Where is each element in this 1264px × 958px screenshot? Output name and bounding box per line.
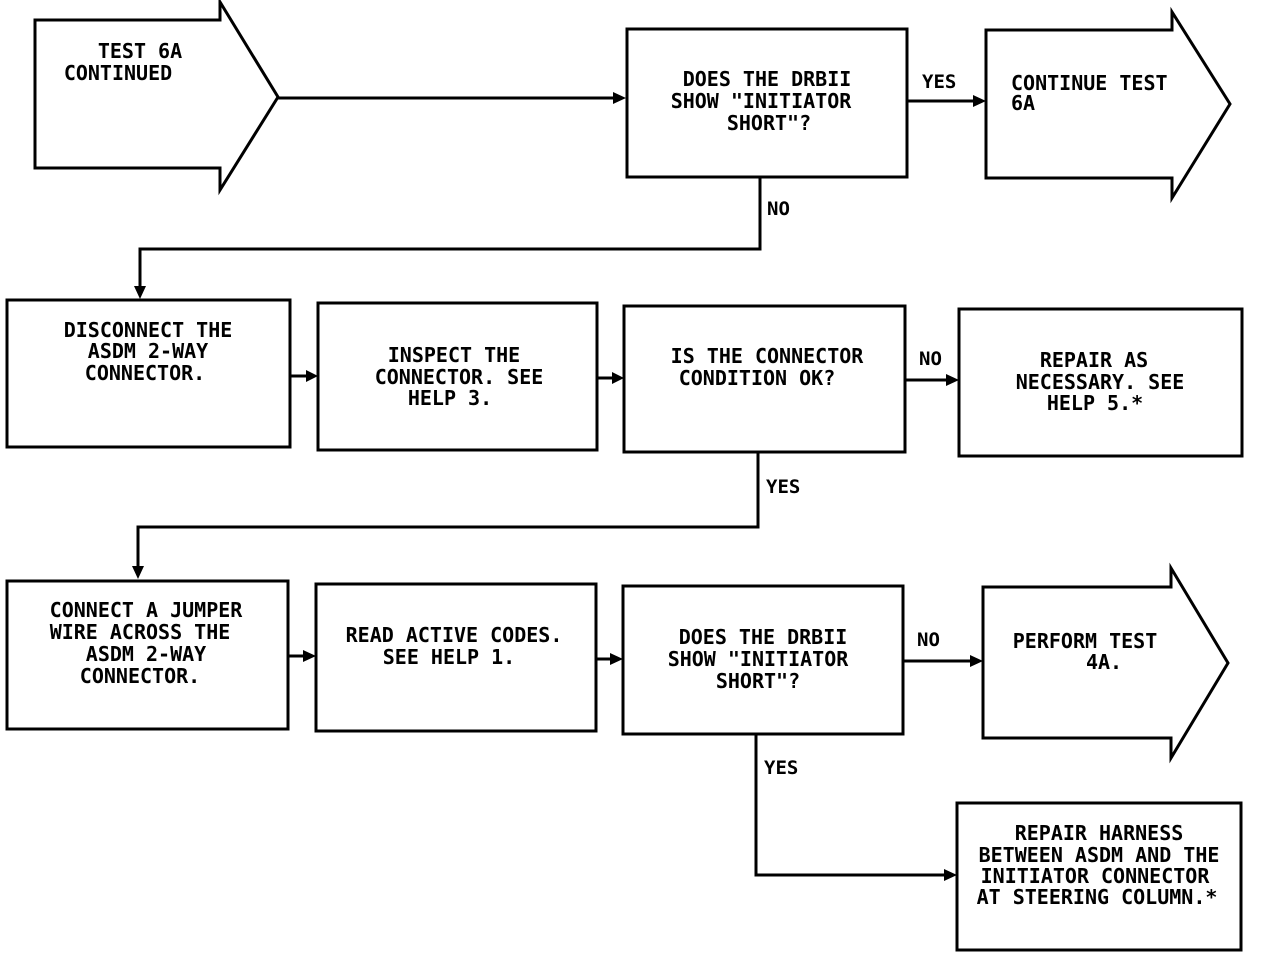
connector-q3-yes	[754, 734, 946, 877]
arrowhead	[973, 95, 986, 107]
perform-line-1: PERFORM TEST	[1013, 629, 1158, 653]
arrowhead	[132, 566, 144, 579]
q3-line-1: DOES THE DRBII	[679, 625, 848, 649]
jumper-line-4: CONNECTOR.	[80, 664, 200, 688]
q2-no-label: NO	[919, 348, 942, 370]
harness-line-4: AT STEERING COLUMN.*	[977, 885, 1218, 909]
decision-q1-box: DOES THE DRBII SHOW "INITIATOR SHORT"?	[625, 27, 909, 179]
q3-no-label: NO	[917, 629, 940, 651]
disconnect-line-3: CONNECTOR.	[85, 361, 205, 385]
arrowhead	[303, 650, 316, 662]
jumper-line-1: CONNECT A JUMPER	[50, 598, 244, 622]
arrowhead	[613, 92, 626, 104]
arrowhead	[944, 869, 957, 881]
jumper-line-2: WIRE ACROSS THE	[50, 620, 231, 644]
q1-no-label: NO	[767, 198, 790, 220]
start-line-2: CONTINUED	[64, 61, 172, 85]
repair-as-necessary-box: REPAIR AS NECESSARY. SEE HELP 5.*	[957, 307, 1244, 458]
q2-yes-label: YES	[766, 476, 800, 498]
inspect-line-1: INSPECT THE	[388, 343, 520, 367]
continue-line-1: CONTINUE TEST	[1011, 71, 1168, 95]
disconnect-line-1: DISCONNECT THE	[64, 318, 233, 342]
q1-line-1: DOES THE DRBII	[683, 67, 852, 91]
arrowhead	[970, 655, 983, 667]
inspect-box: INSPECT THE CONNECTOR. SEE HELP 3.	[316, 301, 599, 452]
connector-q1-no	[138, 177, 762, 288]
disconnect-box: DISCONNECT THE ASDM 2-WAY CONNECTOR.	[5, 298, 292, 449]
harness-line-2: BETWEEN ASDM AND THE	[979, 843, 1220, 867]
continue-line-2: 6A	[1011, 91, 1035, 115]
repair-necessary-line-1: REPAIR AS	[1040, 348, 1148, 372]
q1-line-3: SHORT"?	[727, 111, 811, 135]
disconnect-line-2: ASDM 2-WAY	[88, 339, 208, 363]
q1-line-2: SHOW "INITIATOR	[671, 89, 853, 113]
arrowhead	[610, 653, 623, 665]
repair-necessary-line-3: HELP 5.*	[1047, 391, 1143, 415]
decision-q2-box: IS THE CONNECTOR CONDITION OK?	[622, 304, 907, 454]
q3-line-2: SHOW "INITIATOR	[668, 647, 850, 671]
arrowhead	[134, 286, 146, 299]
read-codes-box: READ ACTIVE CODES. SEE HELP 1.	[314, 582, 598, 733]
jumper-line-3: ASDM 2-WAY	[86, 642, 206, 666]
repair-harness-box: REPAIR HARNESS BETWEEN ASDM AND THE INIT…	[955, 801, 1243, 952]
perform-test-4a-node: PERFORM TEST 4A.	[981, 562, 1230, 764]
repair-necessary-line-2: NECESSARY. SEE	[1016, 370, 1185, 394]
inspect-line-2: CONNECTOR. SEE	[375, 365, 544, 389]
decision-q3-box: DOES THE DRBII SHOW "INITIATOR SHORT"?	[621, 584, 905, 736]
read-codes-line-1: READ ACTIVE CODES.	[346, 623, 563, 647]
q1-yes-label: YES	[922, 71, 956, 93]
harness-line-1: REPAIR HARNESS	[1015, 821, 1184, 845]
start-line-1: TEST 6A	[98, 39, 182, 63]
arrowhead	[612, 372, 624, 384]
start-arrow-node: TEST 6A CONTINUED	[33, 0, 280, 196]
arrowhead	[946, 374, 959, 386]
continue-test-6a-node: CONTINUE TEST 6A	[984, 6, 1232, 204]
q3-line-3: SHORT"?	[716, 669, 800, 693]
q2-line-2: CONDITION OK?	[679, 366, 836, 390]
inspect-line-3: HELP 3.	[408, 386, 492, 410]
read-codes-line-2: SEE HELP 1.	[383, 645, 515, 669]
perform-line-2: 4A.	[1086, 650, 1122, 674]
q3-yes-label: YES	[764, 757, 798, 779]
jumper-wire-box: CONNECT A JUMPER WIRE ACROSS THE ASDM 2-…	[5, 579, 290, 731]
arrowhead	[306, 370, 318, 382]
harness-line-3: INITIATOR CONNECTOR	[981, 864, 1211, 888]
q2-line-1: IS THE CONNECTOR	[671, 344, 865, 368]
connector-q2-yes	[136, 452, 760, 568]
